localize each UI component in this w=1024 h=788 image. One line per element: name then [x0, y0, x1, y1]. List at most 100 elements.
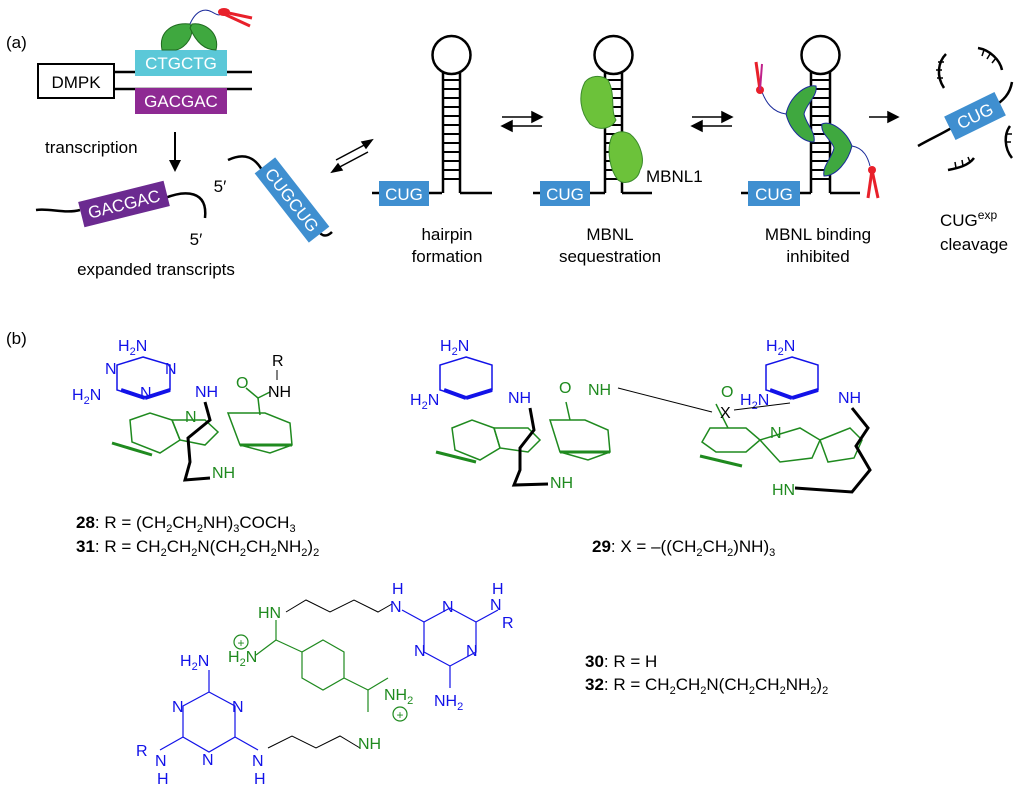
atom-n: N — [232, 699, 244, 716]
mbnl-inhibited-diagram: CUG — [741, 34, 880, 206]
atom-h: H — [157, 771, 169, 788]
scissors-icon — [866, 166, 880, 199]
atom-h2n: H2N — [180, 653, 209, 673]
equilibrium-arrow-2 — [500, 110, 544, 133]
ctg-repeat-box — [135, 50, 227, 76]
atom-n: N — [185, 409, 197, 426]
atom-n: N — [105, 361, 117, 378]
panel-b-label: (b) — [6, 329, 27, 348]
atom-h: H — [254, 771, 266, 788]
cugcug-transcript-box — [254, 157, 330, 243]
positive-charge-icon — [233, 634, 249, 650]
mbnl-sequestration-diagram: CUG — [533, 34, 652, 206]
scissors-icon — [218, 8, 253, 28]
atom-o: O — [721, 384, 733, 401]
atom-n: N — [442, 599, 454, 616]
atom-n: N — [490, 597, 502, 614]
positive-charge-icon — [392, 706, 408, 722]
stage-4-line-1: CUGexp — [940, 208, 997, 230]
cleavage-arrow — [869, 110, 900, 124]
atom-h2n: H2N — [766, 338, 795, 358]
cug-box — [379, 181, 429, 206]
atom-nh: NH — [838, 390, 861, 407]
mbnl1-label: MBNL1 — [646, 167, 703, 186]
atom-r: R — [502, 615, 514, 632]
mbnl1-protein-1 — [580, 75, 617, 129]
scissors-icon — [754, 61, 764, 94]
compound-29-structure: H2N H2N NH H2N H2N NH O NH NH O N HN X — [410, 338, 872, 499]
atom-n: N — [165, 361, 177, 378]
atom-hn: HN — [772, 482, 795, 499]
sense-transcript: CUGCUG — [227, 155, 333, 243]
cug-box — [748, 181, 800, 206]
gac-repeat-label: GACGAC — [144, 92, 218, 111]
atom-nh: N — [252, 753, 264, 770]
atom-o: O — [236, 375, 248, 392]
atom-nh: NH — [508, 390, 531, 407]
compound-31-caption: 31: R = CH2CH2N(CH2CH2NH2)2 — [76, 537, 319, 559]
hairpin-formation-diagram: CUG — [372, 34, 492, 206]
dmpk-gene-diagram: DMPK CTGCTG GACGAC — [37, 8, 253, 114]
atom-h: H — [392, 581, 404, 598]
inhibitor-protein-1 — [785, 85, 817, 143]
transcription-arrow — [169, 132, 181, 172]
linker-chain — [511, 407, 549, 487]
mbnl1-protein-2 — [608, 131, 643, 183]
atom-nh: NH — [588, 382, 611, 399]
atom-h2n: H2N — [228, 649, 257, 669]
expanded-transcripts-label: expanded transcripts — [77, 260, 235, 279]
cug-label: CUG — [546, 185, 584, 204]
five-prime-label-2: 5′ — [214, 177, 227, 196]
atom-n: N — [172, 699, 184, 716]
equilibrium-arrow-3 — [690, 110, 734, 133]
atom-nh2: NH2 — [434, 693, 463, 713]
atom-n: N — [390, 599, 402, 616]
atom-n: N — [202, 752, 214, 769]
atom-nh: NH — [358, 736, 381, 753]
linker-chain — [794, 407, 872, 494]
atom-h2n: H2N — [440, 338, 469, 358]
stage-2-line-2: sequestration — [559, 247, 661, 266]
cug-label: CUG — [755, 185, 793, 204]
ctg-repeat-label: CTGCTG — [145, 54, 217, 73]
atom-nh: NH — [550, 475, 573, 492]
inhibitor-protein-2 — [821, 122, 853, 177]
gacgac-transcript-box — [78, 180, 170, 228]
atom-n: N — [414, 643, 426, 660]
compound-29-caption: 29: X = –((CH2CH2)NH)3 — [592, 537, 775, 559]
stage-3-line-2: inhibited — [786, 247, 849, 266]
stage-1-line-2: formation — [412, 247, 483, 266]
atom-r: R — [136, 743, 148, 760]
atom-h2n: H2N — [72, 387, 101, 407]
atom-nh2: NH2 — [384, 687, 413, 707]
stage-2-line-1: MBNL — [586, 225, 633, 244]
dmpk-box — [37, 63, 115, 99]
compound-32-caption: 32: R = CH2CH2N(CH2CH2NH2)2 — [585, 675, 828, 697]
positive-charge-symbol: + — [237, 636, 244, 650]
atom-x: X — [720, 405, 731, 422]
linker — [851, 145, 871, 167]
atom-nh: NH — [195, 384, 218, 401]
dmpk-label: DMPK — [51, 73, 101, 92]
transcription-label: transcription — [45, 138, 138, 157]
cugcug-transcript-label: CUGCUG — [261, 165, 322, 236]
binding-protein-right — [189, 23, 218, 51]
stage-3-line-1: MBNL binding — [765, 225, 871, 244]
five-prime-label-1: 5′ — [190, 230, 203, 249]
binding-protein-left — [160, 23, 193, 51]
acridine-core — [111, 387, 293, 457]
linker — [189, 9, 223, 25]
compound-30-caption: 30: R = H — [585, 652, 657, 671]
atom-n: N — [140, 385, 152, 402]
atom-r: R — [272, 353, 284, 370]
atom-hn: HN — [258, 605, 281, 622]
positive-charge-symbol: + — [396, 708, 403, 722]
atom-h2n: H2N — [118, 338, 147, 358]
antisense-transcript: GACGAC — [35, 180, 207, 228]
gac-repeat-box — [135, 88, 227, 114]
atom-nh: NH — [268, 384, 291, 401]
atom-h2n: H2N — [410, 392, 439, 412]
linker — [761, 91, 787, 115]
atom-n: N — [466, 643, 478, 660]
atom-n: N — [770, 425, 782, 442]
